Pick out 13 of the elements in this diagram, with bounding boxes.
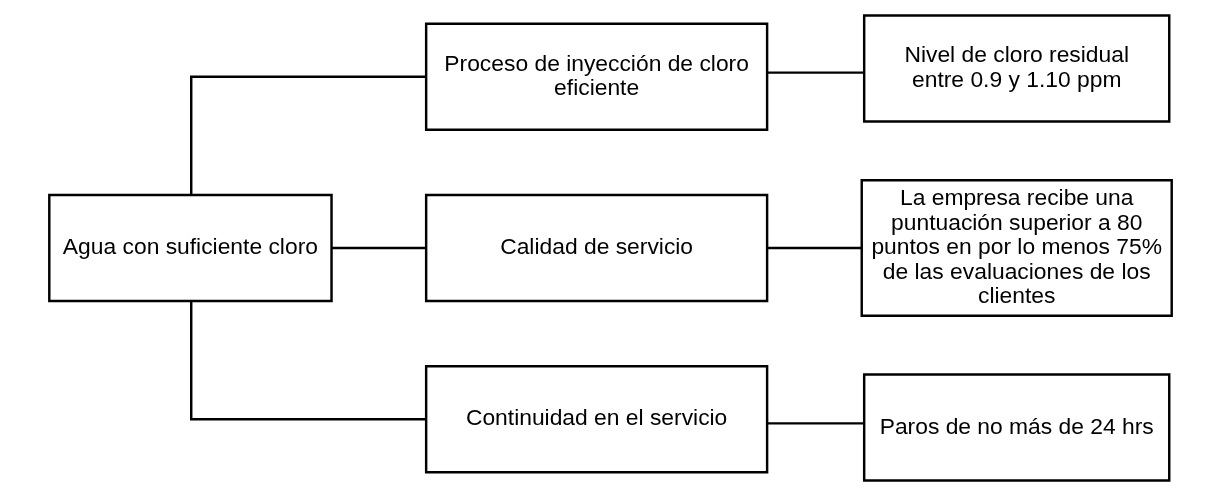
node-box: Proceso de inyección de cloro eficiente (424, 21, 769, 131)
node-box: Nivel de cloro residual entre 0.9 y 1.10 ppm (862, 13, 1171, 123)
node-box: Paros de no más de 24 hrs (862, 372, 1171, 482)
node-box: La empresa recibe una puntuación superior a 80 puntos en por lo menos 75% de las evaluaciones de los clientes (860, 178, 1173, 317)
connector (767, 421, 864, 425)
connector (190, 300, 426, 421)
connector (190, 74, 426, 195)
node-box: Agua con suficiente cloro (48, 193, 333, 302)
connector (331, 246, 426, 249)
node-box: Continuidad en el servicio (424, 364, 769, 474)
connector (767, 246, 862, 249)
node-box: Calidad de servicio (424, 193, 769, 302)
connector (767, 70, 864, 74)
